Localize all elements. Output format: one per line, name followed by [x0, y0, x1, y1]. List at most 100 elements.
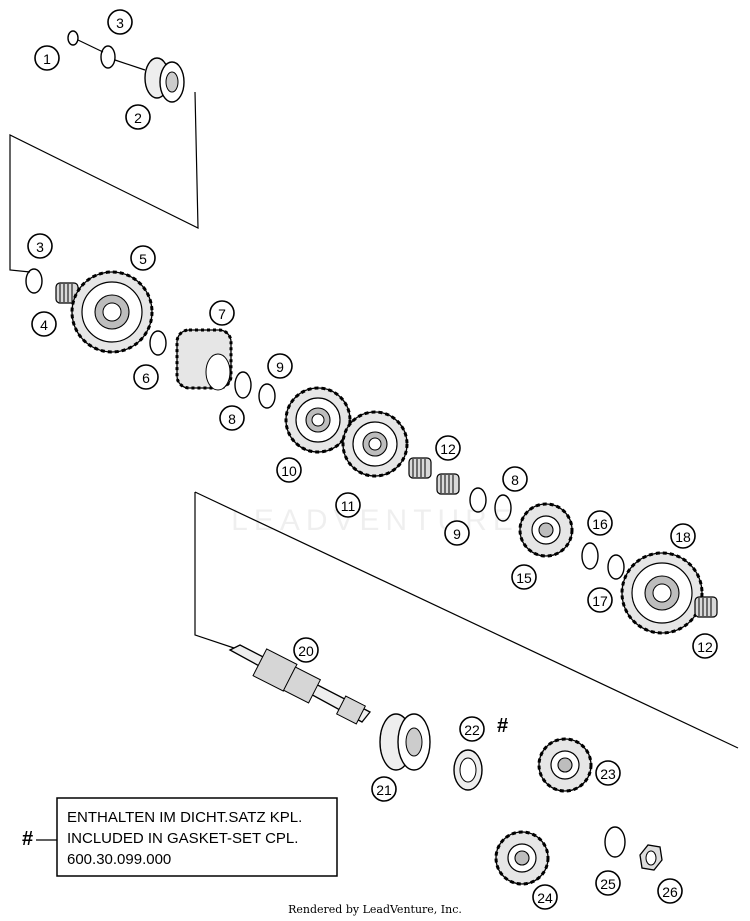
callout-part-15[interactable]: 15 [511, 564, 537, 590]
callout-circle [293, 637, 319, 663]
callout-circle [267, 353, 293, 379]
callout-label: 4 [40, 317, 48, 333]
callout-circle [219, 405, 245, 431]
callout-part-25[interactable]: 25 [595, 870, 621, 896]
nut-part-26 [639, 844, 663, 871]
callout-part-5[interactable]: 5 [130, 245, 156, 271]
callout-label: 1 [43, 51, 51, 67]
gear-part-11 [341, 410, 409, 478]
callout-part-2[interactable]: 2 [125, 104, 151, 130]
washer-part-3-top [100, 45, 116, 69]
callout-circle [133, 364, 159, 390]
callout-label: 22 [464, 722, 480, 738]
callout-label: 25 [600, 876, 616, 892]
shift-gear-part-7 [175, 328, 233, 391]
washer-part-17 [607, 554, 625, 580]
bearing-part-21 [379, 713, 431, 771]
callout-part-12[interactable]: 12 [435, 435, 461, 461]
callout-label: 10 [281, 463, 297, 479]
callout-circle [209, 300, 235, 326]
callout-label: 15 [516, 570, 532, 586]
gear-part-10 [284, 386, 352, 454]
callout-label: 5 [139, 251, 147, 267]
circlip-part-8 [234, 371, 252, 399]
callout-circle [587, 510, 613, 536]
footer-credit: Rendered by LeadVenture, Inc. [288, 903, 462, 916]
gear-part-18 [620, 551, 704, 635]
callout-label: 17 [592, 593, 608, 609]
callout-label: 3 [36, 239, 44, 255]
callout-label: 8 [511, 472, 519, 488]
callout-part-26[interactable]: 26 [657, 878, 683, 904]
note-marker: # [22, 828, 33, 850]
callout-circle [511, 564, 537, 590]
note-line-1: ENTHALTEN IM DICHT.SATZ KPL. [67, 809, 302, 826]
callout-part-3[interactable]: 3 [27, 233, 53, 259]
callout-label: 24 [537, 890, 553, 906]
callout-part-20[interactable]: 20 [293, 637, 319, 663]
needle-bearing-part-12b [436, 473, 460, 495]
callout-label: 8 [228, 411, 236, 427]
callout-circle [502, 466, 528, 492]
circlip-part-16 [581, 542, 599, 570]
callout-label: 12 [440, 441, 456, 457]
callout-circle [532, 884, 558, 910]
callout-circle [107, 9, 133, 35]
callout-label: 21 [376, 782, 392, 798]
callout-circle [125, 104, 151, 130]
note-line-3: 600.30.099.000 [67, 851, 171, 868]
callout-part-9[interactable]: 9 [444, 520, 470, 546]
callout-circle [276, 457, 302, 483]
circlip-part-8b [494, 494, 512, 522]
callout-part-9[interactable]: 9 [267, 353, 293, 379]
washer-part-9 [258, 383, 276, 409]
callout-label: 12 [697, 639, 713, 655]
callout-part-16[interactable]: 16 [587, 510, 613, 536]
callout-label: 2 [134, 110, 142, 126]
callout-circle [27, 233, 53, 259]
callout-label: 26 [662, 884, 678, 900]
needle-bearing-part-12c [694, 596, 718, 618]
callout-part-12[interactable]: 12 [692, 633, 718, 659]
callout-circle [435, 435, 461, 461]
lock-washer-part-25 [604, 826, 626, 858]
callout-part-18[interactable]: 18 [670, 523, 696, 549]
watermark: LEADVENTURE [231, 504, 519, 537]
part-22-marker: # [497, 715, 508, 737]
gear-part-15 [518, 502, 574, 558]
gasket-set-note: # ENTHALTEN IM DICHT.SATZ KPL. INCLUDED … [22, 797, 338, 877]
callout-circle [335, 492, 361, 518]
callout-part-23[interactable]: 23 [595, 760, 621, 786]
washer-part-3 [25, 268, 43, 294]
callout-label: 6 [142, 370, 150, 386]
callout-part-6[interactable]: 6 [133, 364, 159, 390]
callout-part-17[interactable]: 17 [587, 587, 613, 613]
callout-circle [444, 520, 470, 546]
callout-part-8[interactable]: 8 [502, 466, 528, 492]
callout-circle [670, 523, 696, 549]
callout-label: 9 [453, 526, 461, 542]
callout-part-3[interactable]: 3 [107, 9, 133, 35]
callout-part-21[interactable]: 21 [371, 776, 397, 802]
callout-circle [130, 245, 156, 271]
callout-circle [587, 587, 613, 613]
callout-label: 7 [218, 306, 226, 322]
callout-part-24[interactable]: 24 [532, 884, 558, 910]
callout-part-7[interactable]: 7 [209, 300, 235, 326]
callout-part-4[interactable]: 4 [31, 311, 57, 337]
note-line-2: INCLUDED IN GASKET-SET CPL. [67, 830, 298, 847]
callout-part-11[interactable]: 11 [335, 492, 361, 518]
callout-label: 23 [600, 766, 616, 782]
callout-part-10[interactable]: 10 [276, 457, 302, 483]
sprocket-part-24 [494, 830, 550, 886]
callout-part-22[interactable]: 22 [459, 716, 485, 742]
callout-part-8[interactable]: 8 [219, 405, 245, 431]
callout-circle [371, 776, 397, 802]
callout-label: 9 [276, 359, 284, 375]
callout-label: 11 [341, 498, 356, 514]
assembly-bracket-lower [194, 491, 739, 749]
callout-circle [31, 311, 57, 337]
callout-part-1[interactable]: 1 [34, 45, 60, 71]
circlip-part-1 [67, 30, 79, 46]
